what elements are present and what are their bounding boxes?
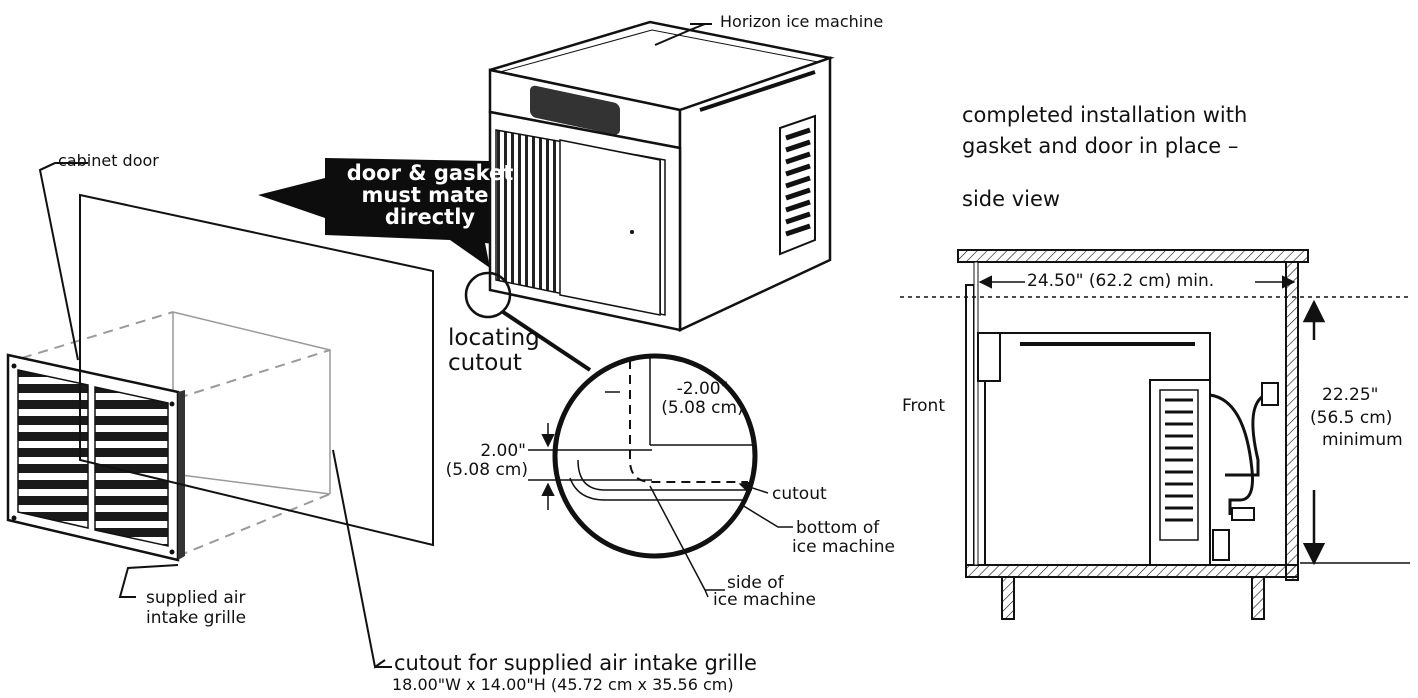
label-completed-line1: completed installation with	[962, 103, 1248, 127]
label-mate-line2: must mate	[361, 183, 489, 207]
label-dim-right-in: -2.00"	[676, 379, 729, 399]
label-cutout-inner: cutout	[772, 484, 827, 504]
label-dim-left-cm: (5.08 cm)	[445, 460, 528, 480]
label-completed-line2: gasket and door in place –	[962, 134, 1239, 158]
side-view-cabinet	[957, 249, 1309, 620]
label-width-min: 24.50" (62.2 cm) min.	[1027, 271, 1215, 291]
label-locating-line1: locating	[448, 325, 540, 351]
label-machine: Horizon ice machine	[720, 12, 884, 31]
label-bottom-line2: ice machine	[792, 537, 895, 557]
label-cabinet-door: cabinet door	[58, 151, 159, 170]
label-cutout-for-grille: cutout for supplied air intake grille	[394, 651, 757, 675]
label-cutout-dims: 18.00"W x 14.00"H (45.72 cm x 35.56 cm)	[392, 675, 734, 694]
label-mate-line1: door & gasket	[346, 161, 514, 185]
label-height-in: 22.25"	[1322, 385, 1379, 405]
label-side-view: side view	[962, 187, 1061, 211]
label-dim-right-cm: (5.08 cm)	[661, 398, 744, 418]
label-front: Front	[902, 396, 945, 416]
label-side-line1: side of	[727, 573, 784, 593]
label-grille-line2: intake grille	[146, 608, 247, 628]
cabinet-door-panel	[79, 193, 434, 547]
air-intake-grille	[6, 311, 331, 562]
label-locating-line2: cutout	[448, 350, 522, 376]
label-height-min: minimum	[1322, 430, 1403, 450]
label-height-cm: (56.5 cm)	[1310, 408, 1393, 428]
mate-arrow	[258, 158, 555, 268]
label-side-line2: ice machine	[713, 590, 816, 610]
label-mate-line3: directly	[384, 205, 476, 229]
ice-machine-illustration	[464, 20, 835, 332]
detail-magnifier	[552, 353, 758, 559]
label-grille-line1: supplied air	[146, 588, 246, 608]
label-dim-left-in: 2.00"	[480, 441, 526, 461]
dim-arrows-left	[528, 423, 652, 510]
label-bottom-line1: bottom of	[796, 518, 880, 538]
